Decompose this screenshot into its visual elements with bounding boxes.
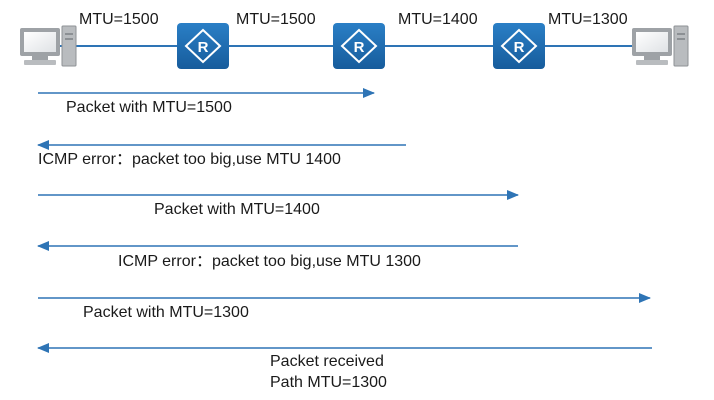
message-label: Packet with MTU=1500 bbox=[66, 99, 232, 116]
computer-icon bbox=[632, 25, 689, 67]
router-icon: R bbox=[493, 23, 545, 69]
message-label: Packet received bbox=[270, 353, 384, 370]
link-mtu-label: MTU=1400 bbox=[398, 11, 478, 28]
link-mtu-label: MTU=1500 bbox=[79, 11, 159, 28]
message-label: Packet with MTU=1300 bbox=[83, 304, 249, 321]
router-glyph: R bbox=[514, 39, 525, 56]
router-glyph: R bbox=[198, 39, 209, 56]
router-icon: R bbox=[333, 23, 385, 69]
router-icon: R bbox=[177, 23, 229, 69]
router-glyph: R bbox=[354, 39, 365, 56]
message-label: ICMP error：packet too big,use MTU 1300 bbox=[118, 253, 421, 270]
computer-icon bbox=[20, 25, 77, 67]
link-mtu-label: MTU=1500 bbox=[236, 11, 316, 28]
message-label: ICMP error：packet too big,use MTU 1400 bbox=[38, 151, 341, 168]
message-label: Packet with MTU=1400 bbox=[154, 201, 320, 218]
link-mtu-label: MTU=1300 bbox=[548, 11, 628, 28]
message-label: Path MTU=1300 bbox=[270, 374, 387, 391]
